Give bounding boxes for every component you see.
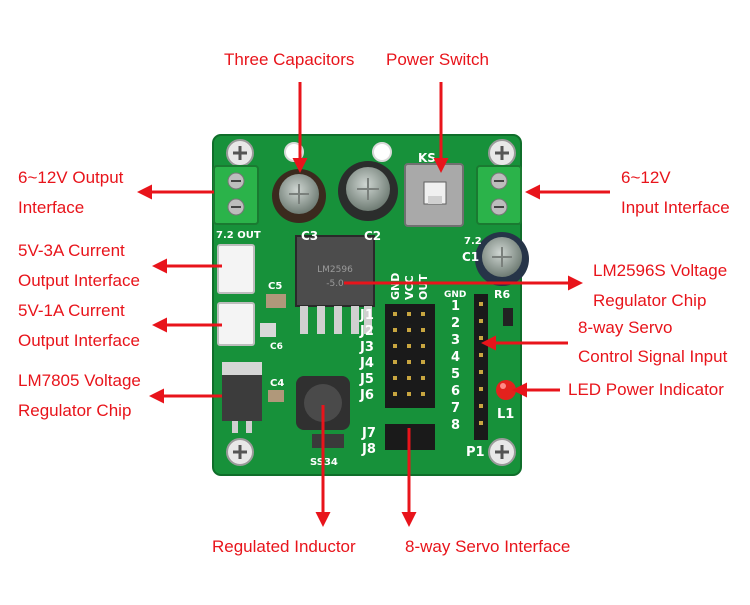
silk-out: 7.2 OUT (216, 230, 261, 241)
label-lm2596s-line2: Regulator Chip (593, 291, 707, 310)
label-output-6-12v-line1: 6~12V Output (18, 168, 124, 187)
label-5v3a-line2: Output Interface (18, 271, 140, 290)
lm7805-chip (222, 362, 262, 433)
silk-row-j1: J1 (359, 308, 374, 323)
servo-header-block (385, 304, 435, 408)
silk-pin-1: 1 (451, 299, 460, 314)
label-servo-signal-line1: 8-way Servo (578, 318, 673, 337)
label-lm7805-line2: Regulator Chip (18, 401, 132, 420)
input-terminal-block (476, 165, 522, 225)
label-lm7805-line1: LM7805 Voltage (18, 371, 141, 390)
silk-in-value: 7.2 (464, 236, 482, 247)
label-lm2596s-line1: LM2596S Voltage (593, 261, 728, 280)
silk-pin-2: 2 (451, 316, 460, 331)
p1-signal-header (474, 294, 488, 440)
label-regulated-inductor: Regulated Inductor (212, 537, 356, 556)
silk-row-j6: J6 (359, 388, 374, 403)
led-indicator (496, 380, 516, 400)
mount-hole-2 (372, 142, 392, 162)
silk-row-j2: J2 (359, 324, 374, 339)
screw-top-right (488, 139, 516, 167)
silk-c4: C4 (270, 378, 284, 389)
smd-c6 (260, 323, 276, 337)
screw-top-left (226, 139, 254, 167)
silk-c6: C6 (270, 342, 283, 352)
smd-c4 (268, 390, 284, 402)
silk-row-j5: J5 (359, 372, 374, 387)
label-input-6-12v-line1: 6~12V (621, 168, 671, 187)
screw-bottom-right (488, 438, 516, 466)
silk-row-j4: J4 (359, 356, 374, 371)
chip-marking-1: LM2596 (317, 265, 353, 275)
label-servo-signal-line2: Control Signal Input (578, 347, 728, 366)
silk-c1: C1 (462, 250, 479, 264)
silk-row-j3: J3 (359, 340, 374, 355)
silk-j8: J8 (361, 442, 376, 457)
silk-l1: L1 (497, 407, 514, 422)
label-three-capacitors: Three Capacitors (224, 50, 355, 69)
screw-bottom-left (226, 438, 254, 466)
label-output-6-12v-line2: Interface (18, 198, 85, 217)
label-5v1a-line2: Output Interface (18, 331, 140, 350)
label-5v1a-line1: 5V-1A Current (18, 301, 125, 320)
silk-pin-4: 4 (451, 350, 460, 365)
silk-pin-8: 8 (451, 418, 460, 433)
capacitor-c2 (338, 161, 398, 221)
label-servo-interface: 8-way Servo Interface (405, 537, 571, 556)
silk-pin-3: 3 (451, 333, 460, 348)
silk-pin-5: 5 (451, 367, 460, 382)
ss34-diode (312, 434, 344, 448)
jst-connector-5v1a (217, 302, 255, 346)
silk-out-col: OUT (417, 274, 430, 300)
silk-c3: C3 (301, 229, 318, 243)
silk-j7: J7 (361, 426, 376, 441)
silk-r6: R6 (494, 288, 510, 301)
power-switch (404, 163, 464, 227)
capacitor-c1 (475, 232, 529, 286)
silk-pin-7: 7 (451, 401, 460, 416)
smd-r6 (503, 308, 513, 326)
lm2596s-chip: LM2596 -5.0 (295, 235, 375, 334)
label-led-indicator: LED Power Indicator (568, 380, 724, 399)
silk-ks: KS (418, 151, 436, 165)
smd-c5 (266, 294, 286, 308)
silk-pin-6: 6 (451, 384, 460, 399)
inductor (296, 376, 350, 430)
silk-vcc-col: VCC (403, 275, 416, 300)
servo-header-pins (393, 312, 425, 396)
silk-gnd-col: GND (389, 273, 402, 300)
silk-c2: C2 (364, 229, 381, 243)
capacitor-c3 (272, 169, 326, 223)
silk-gnd-row: GND (444, 290, 466, 300)
jst-connector-5v3a (217, 244, 255, 294)
label-5v3a-line1: 5V-3A Current (18, 241, 125, 260)
label-input-6-12v-line2: Input Interface (621, 198, 730, 217)
silk-p1: P1 (466, 445, 485, 460)
silk-c5: C5 (268, 281, 282, 292)
chip-marking-2: -5.0 (326, 279, 344, 289)
label-power-switch: Power Switch (386, 50, 489, 69)
silk-pin-labels: 1 2 3 4 5 6 7 8 (451, 299, 460, 433)
output-terminal-block (213, 165, 259, 225)
